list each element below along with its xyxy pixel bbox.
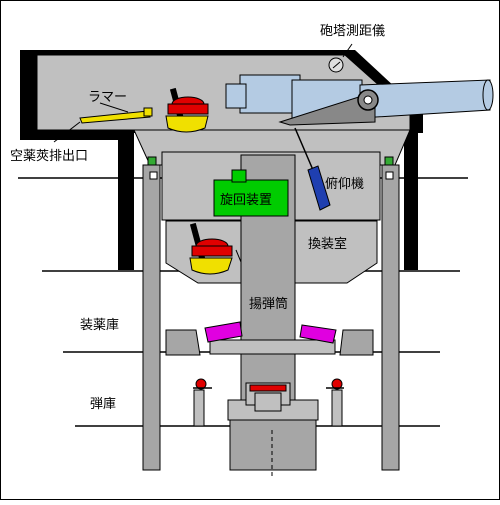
main-gun [225, 74, 494, 126]
cartridge-exhaust-label: 空薬莢排出口 [10, 149, 88, 164]
rangefinder-label: 砲塔測距儀 [320, 24, 385, 39]
shell-stand-left [193, 378, 212, 427]
pillar-right [381, 164, 400, 471]
shell-upper [165, 87, 209, 133]
powder-magazine-label: 装薬庫 [80, 318, 119, 333]
pillar-left [142, 164, 161, 471]
elevation-gear [294, 127, 331, 211]
side-armor-right [404, 133, 418, 270]
training-gear-cap [231, 169, 247, 183]
cartridge-exhaust-leader [53, 121, 81, 143]
rammer [79, 102, 153, 124]
ammo-hoist-label: 揚弾筒 [249, 296, 288, 312]
rammer-label: ラマー [88, 90, 127, 105]
shell-magazine [227, 382, 319, 478]
shell-transfer [189, 222, 242, 275]
elevation-gear-label: 俯仰機 [325, 176, 364, 192]
shell-magazine-label: 弾庫 [90, 397, 116, 412]
powder-platform [165, 321, 374, 356]
side-armor-left [118, 130, 134, 270]
transfer-room-label: 換装室 [308, 236, 347, 252]
training-gear-box [213, 179, 289, 217]
shell-stand-right [326, 378, 344, 427]
deck-markers [147, 156, 394, 180]
rangefinder-dome [328, 43, 353, 73]
training-gear-label: 旋回装置 [220, 193, 272, 208]
